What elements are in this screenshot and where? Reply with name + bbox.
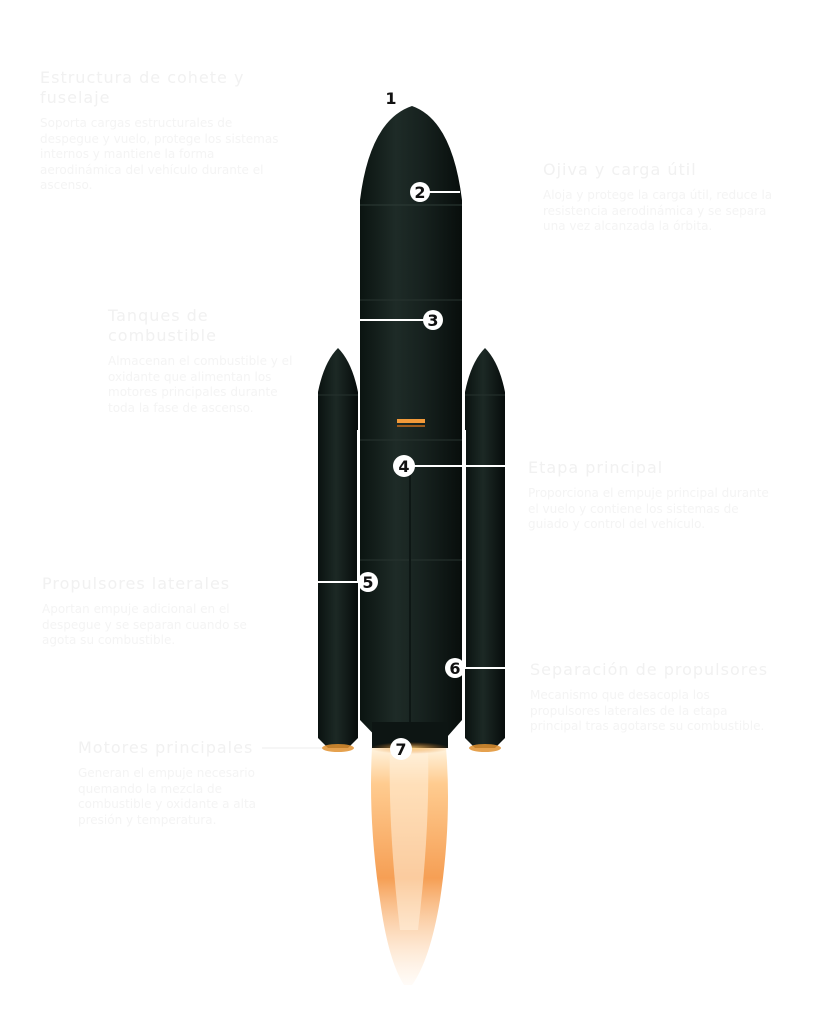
marker-2: 2 — [410, 182, 430, 202]
marker-5: 5 — [358, 572, 378, 592]
marker-6-label: 6 — [449, 659, 460, 678]
callout-2-body: Aloja y protege la carga útil, reduce la… — [543, 188, 773, 233]
marker-4: 4 — [393, 455, 415, 477]
callout-3-body: Almacenan el combustible y el oxidante q… — [108, 354, 293, 415]
callout-1-body: Soporta cargas estructurales de despegue… — [40, 116, 279, 192]
callout-5-body: Aportan empuje adicional en el despegue … — [42, 602, 247, 647]
marker-6: 6 — [445, 658, 465, 678]
callout-7: Motores principales Generan el empuje ne… — [78, 738, 298, 828]
callout-6: Separación de propulsores Mecanismo que … — [530, 660, 780, 735]
marker-1-label: 1 — [385, 89, 396, 108]
callout-3-title: Tanques de combustible — [108, 306, 217, 345]
marker-7: 7 — [390, 738, 412, 760]
core-glow-strip — [397, 419, 425, 423]
callout-5-title: Propulsores laterales — [42, 574, 231, 593]
marker-4-label: 4 — [398, 457, 409, 476]
callout-6-title: Separación de propulsores — [530, 660, 769, 679]
marker-2-label: 2 — [414, 183, 425, 202]
left-booster — [318, 348, 358, 748]
callout-7-title: Motores principales — [78, 738, 254, 757]
right-booster — [465, 348, 505, 748]
callout-1: Estructura de cohete y fuselaje Soporta … — [40, 68, 290, 194]
callout-4-title: Etapa principal — [528, 458, 664, 477]
marker-3-label: 3 — [427, 311, 438, 330]
callout-1-title: Estructura de cohete y fuselaje — [40, 68, 245, 107]
marker-7-label: 7 — [395, 740, 406, 759]
callout-3: Tanques de combustible Almacenan el comb… — [108, 306, 298, 416]
callout-6-body: Mecanismo que desacopla los propulsores … — [530, 688, 765, 733]
callout-4-body: Proporciona el empuje principal durante … — [528, 486, 769, 531]
callout-7-body: Generan el empuje necesario quemando la … — [78, 766, 257, 827]
marker-5-label: 5 — [362, 573, 373, 592]
callout-2: Ojiva y carga útil Aloja y protege la ca… — [543, 160, 783, 235]
marker-3: 3 — [423, 310, 443, 330]
callout-2-title: Ojiva y carga útil — [543, 160, 697, 179]
callout-5: Propulsores laterales Aportan empuje adi… — [42, 574, 262, 649]
callout-4: Etapa principal Proporciona el empuje pr… — [528, 458, 783, 533]
